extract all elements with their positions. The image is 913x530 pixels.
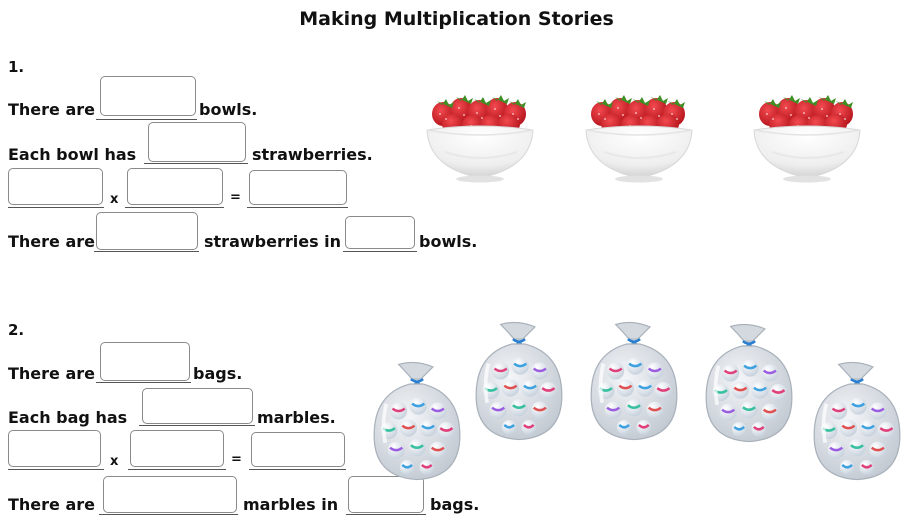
p1-total-underline [94, 251, 199, 252]
p1-line1-post-text: bowls. [199, 100, 258, 119]
p2-bags2-underline [346, 514, 426, 515]
strawberry-bowl-icon [426, 94, 534, 184]
p1-product-input[interactable] [249, 170, 347, 205]
problem-1-number: 1. [8, 58, 25, 76]
p2-bags-underline [96, 382, 191, 383]
p1-line4-mid-text: strawberries in [204, 232, 342, 251]
strawberry-bowl-icon [753, 94, 861, 184]
p2-product-underline [249, 469, 346, 470]
p2-marbles-per-bag-input[interactable] [142, 388, 253, 424]
p1-product-underline [247, 207, 348, 208]
p2-marbles-underline [139, 425, 255, 426]
p2-bags-count-2-input[interactable] [348, 476, 424, 513]
p2-line4-post-text: bags. [430, 495, 480, 514]
p1-line1-pre-text: There are [8, 100, 96, 119]
p1-strawberries-per-bowl-input[interactable] [148, 122, 246, 162]
p2-line2-post-text: marbles. [257, 408, 336, 427]
p1-line2-pre-text: Each bowl has [8, 145, 137, 164]
p1-bowls-underline [96, 119, 197, 120]
p2-factor2-underline [128, 469, 226, 470]
p1-line2-post-text: strawberries. [252, 145, 373, 164]
marble-bag-icon [704, 322, 794, 444]
p2-line1-post-text: bags. [193, 364, 243, 383]
p2-total-underline [99, 514, 238, 515]
p2-bags-count-input[interactable] [100, 342, 190, 381]
p1-bowls-count-2-input[interactable] [345, 216, 415, 249]
p1-factor1-input[interactable] [8, 168, 103, 205]
p2-line1-pre-text: There are [8, 364, 96, 383]
marble-bag-icon [372, 360, 462, 482]
p2-line4-mid-text: marbles in [243, 495, 339, 514]
p1-equals-sign: = [230, 190, 241, 205]
p2-factor1-input[interactable] [8, 430, 101, 467]
p2-factor1-underline [8, 469, 104, 470]
marble-bag-icon [812, 360, 902, 482]
p2-product-input[interactable] [251, 432, 345, 467]
p1-line4-pre-text: There are [8, 232, 96, 251]
marble-bag-icon [589, 320, 679, 442]
p1-factor2-input[interactable] [127, 168, 223, 205]
p2-equals-sign: = [231, 452, 242, 467]
problem-2-number: 2. [8, 321, 25, 339]
p2-factor2-input[interactable] [130, 430, 224, 467]
p1-factor1-underline [8, 207, 104, 208]
p2-total-marbles-input[interactable] [103, 476, 237, 513]
p1-bowls2-underline [343, 251, 417, 252]
marble-bag-icon [474, 320, 564, 442]
page-title: Making Multiplication Stories [299, 8, 614, 30]
p1-times-sign: x [110, 192, 119, 207]
p1-strawberries-underline [144, 163, 248, 164]
p1-bowls-count-input[interactable] [100, 76, 196, 116]
p1-total-strawberries-input[interactable] [96, 212, 198, 250]
p1-line4-post-text: bowls. [419, 232, 478, 251]
p2-line2-pre-text: Each bag has [8, 408, 128, 427]
p1-factor2-underline [125, 207, 224, 208]
strawberry-bowl-icon [585, 94, 693, 184]
p2-line4-pre-text: There are [8, 495, 96, 514]
p2-times-sign: x [110, 454, 119, 469]
